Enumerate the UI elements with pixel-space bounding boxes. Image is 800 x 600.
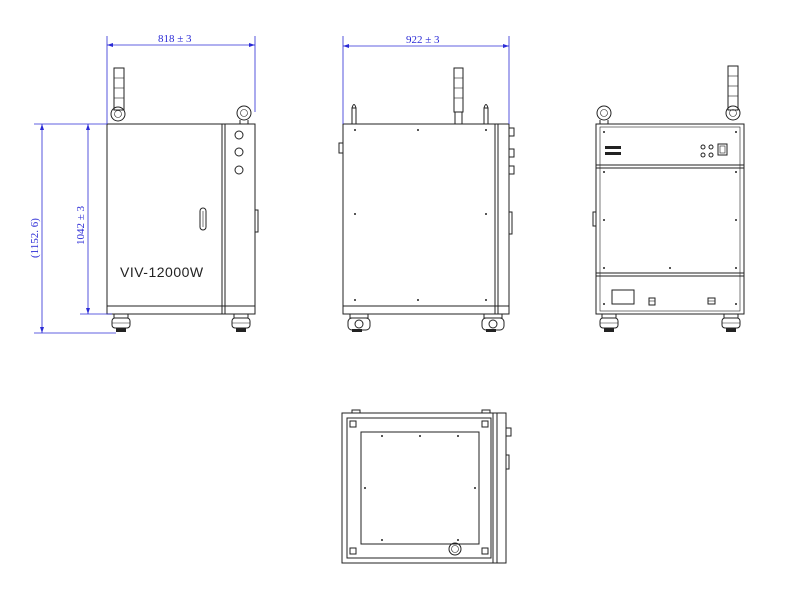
signal-tower-icon	[725, 65, 741, 121]
lifting-hook-icon	[351, 104, 357, 125]
model-label: VIV-12000W	[120, 264, 204, 280]
side-view	[338, 67, 515, 332]
caster-icon	[347, 313, 371, 332]
signal-tower-icon	[110, 67, 126, 122]
front-width-label: 818 ± 3	[158, 33, 192, 45]
front-view: VIV-12000W	[106, 67, 259, 332]
front-width-dimension: 818 ± 3	[106, 33, 256, 124]
lifting-eye-icon	[236, 105, 252, 124]
caster-icon	[111, 313, 131, 332]
top-view	[341, 409, 512, 564]
lifting-eye-icon	[596, 105, 612, 124]
caster-icon	[481, 313, 505, 332]
rear-view	[592, 65, 745, 332]
signal-tower-icon	[453, 67, 464, 125]
overall-height-dimension: (1152. 6)	[29, 123, 116, 334]
caster-icon	[231, 313, 251, 332]
caster-icon	[599, 313, 619, 332]
side-width-dimension: 922 ± 3	[342, 34, 510, 124]
overall-height-label: (1152. 6)	[29, 218, 41, 258]
lifting-hook-icon	[483, 104, 489, 125]
caster-icon	[721, 313, 741, 332]
body-height-dimension: 1042 ± 3	[75, 123, 112, 315]
side-width-label: 922 ± 3	[406, 34, 440, 46]
body-height-label: 1042 ± 3	[75, 205, 87, 245]
